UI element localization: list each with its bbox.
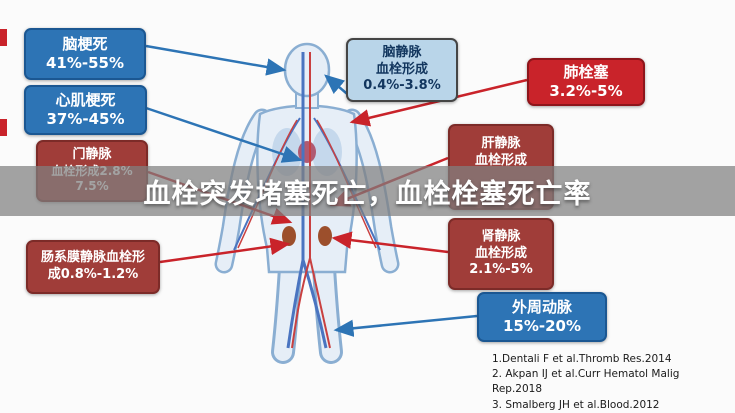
callout-pulmonary-embolism-name: 肺栓塞 bbox=[563, 62, 609, 81]
callout-pulmonary-embolism-value: 3.2%-5% bbox=[549, 82, 623, 100]
callout-peripheral-artery-name: 外周动脉 bbox=[511, 297, 572, 316]
callout-cerebral-infarction: 脑梗死 41%-55% bbox=[24, 28, 146, 80]
callout-portal-vein-name: 门静脉 bbox=[72, 146, 112, 162]
title-banner: 血栓突发堵塞死亡，血栓栓塞死亡率 bbox=[0, 166, 735, 216]
connector-cerebral-infarction bbox=[145, 44, 287, 76]
callout-cerebral-venous-line2: 血栓形成 bbox=[375, 61, 428, 77]
callout-cerebral-venous-value: 0.4%-3.8% bbox=[363, 78, 441, 94]
connector-myocardial-infarction bbox=[145, 106, 303, 163]
callout-myocardial-infarction-value: 37%-45% bbox=[46, 110, 125, 128]
callout-peripheral-artery-value: 15%-20% bbox=[502, 317, 582, 335]
callout-renal-vein-name: 肾静脉 bbox=[481, 228, 521, 244]
right-lung bbox=[312, 128, 342, 176]
callout-mesenteric-vein: 肠系膜静脉血栓形 成0.8%-1.2% bbox=[26, 240, 160, 294]
callout-peripheral-artery: 外周动脉 15%-20% bbox=[477, 292, 607, 342]
page-title: 血栓突发堵塞死亡，血栓栓塞死亡率 bbox=[143, 178, 592, 210]
reference-line-1: 1.Dentali F et al.Thromb Res.2014 bbox=[492, 353, 672, 365]
callout-mesenteric-vein-line1: 肠系膜静脉血栓形 bbox=[40, 250, 145, 266]
connector-peripheral-artery bbox=[333, 314, 478, 337]
reference-line-2: 2. Akpan IJ et al.Curr Hematol Malig Rep… bbox=[492, 368, 680, 396]
right-kidney bbox=[318, 226, 332, 246]
left-kidney bbox=[282, 226, 296, 246]
edge-mark-mid bbox=[0, 119, 7, 136]
heart bbox=[298, 141, 316, 163]
callout-pulmonary-embolism: 肺栓塞 3.2%-5% bbox=[527, 58, 645, 106]
callout-cerebral-infarction-value: 41%-55% bbox=[45, 54, 125, 72]
callout-renal-vein: 肾静脉 血栓形成 2.1%-5% bbox=[448, 218, 554, 290]
left-leg-fill bbox=[274, 259, 299, 361]
head bbox=[283, 42, 331, 98]
callout-hepatic-vein-name: 肝静脉 bbox=[481, 136, 521, 151]
callout-cerebral-venous-name: 脑静脉 bbox=[382, 44, 422, 60]
connector-renal-vein bbox=[331, 231, 449, 254]
callout-cerebral-venous: 脑静脉 血栓形成 0.4%-3.8% bbox=[346, 38, 458, 102]
callout-cerebral-infarction-name: 脑梗死 bbox=[62, 34, 108, 53]
callout-mesenteric-vein-line2: 成0.8%-1.2% bbox=[47, 267, 139, 282]
callout-myocardial-infarction: 心肌梗死 37%-45% bbox=[24, 85, 147, 135]
callout-renal-vein-value: 2.1%-5% bbox=[469, 262, 533, 278]
connector-mesenteric-vein bbox=[159, 237, 291, 264]
right-arm-fill bbox=[345, 111, 397, 271]
edge-mark-top bbox=[0, 29, 7, 46]
callout-myocardial-infarction-name: 心肌梗死 bbox=[55, 90, 116, 109]
callout-hepatic-vein-line2: 血栓形成 bbox=[474, 152, 527, 168]
callout-renal-vein-line2: 血栓形成 bbox=[474, 245, 527, 261]
references: 1.Dentali F et al.Thromb Res.2014 2. Akp… bbox=[492, 352, 730, 413]
